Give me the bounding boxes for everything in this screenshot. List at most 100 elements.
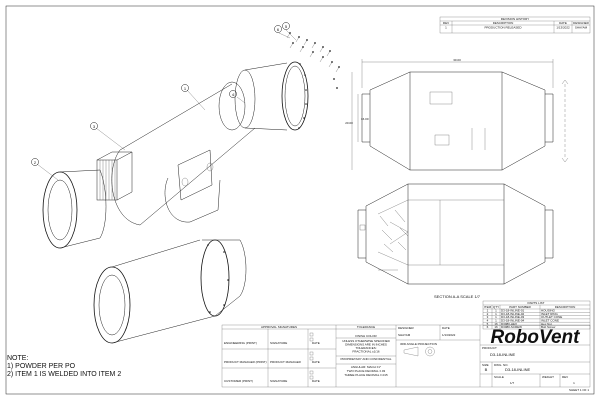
rev-value: 1 [573, 381, 575, 385]
projection-label: 3RD ANGLE PROJECTION [400, 342, 437, 346]
approval-checkboxes [309, 332, 314, 380]
balloon-2: 2 [34, 160, 37, 165]
bom-row-1-item: 1 [487, 309, 489, 313]
bom-row-4-qty: 1 [495, 319, 497, 323]
weight-label: WEIGHT [542, 375, 554, 379]
bom-row-6-desc: Bolt Screw [541, 325, 556, 329]
customer-date-label: DATE [312, 379, 320, 383]
bom-row-1-part: D3-18-INLINE-01 [501, 309, 525, 313]
side-elevation-view: 30.00 20.00 16.00 [345, 58, 569, 171]
customer-signature-label: SIGNATURE [270, 379, 287, 383]
section-a-a-view: SECTION A-A SCALE 1/7 [357, 183, 554, 299]
bom-part-number-header: PART NUMBER [509, 305, 531, 309]
inlet-ring-part [234, 61, 309, 131]
note-2: 2) ITEM 1 IS WELDED INTO ITEM 2 [7, 371, 121, 378]
housing-part [111, 81, 256, 226]
revision-history-title: REVISION HISTORY [501, 17, 529, 21]
tolerance-line-1: UNLESS OTHERWISE SPECIFIED [342, 339, 390, 343]
product-name: D3-18-INLINE [490, 352, 515, 357]
product-manager-print-label: PRODUCT MANAGER (PRINT) [224, 360, 267, 364]
bom-description-header: DESCRIPTION [555, 305, 576, 309]
balloon-callouts: 2 3 1 4 6 5 [31, 22, 297, 181]
bom-row-6-item: 6 [487, 325, 489, 329]
product-manager-date-label: DATE [312, 360, 320, 364]
height-dimension: 20.00 [345, 121, 353, 125]
fastener-scatter [286, 32, 340, 89]
tolerance-line-3: TOLERANCES: [355, 346, 376, 350]
outlet-cone-part [42, 169, 107, 249]
assembled-unit [93, 239, 247, 344]
bom-row-4-desc: INLET CONE [541, 319, 559, 323]
parts-list-title: PARTS LIST [528, 301, 545, 305]
engineering-date-label: DATE [312, 341, 320, 345]
size-label: SIZE [482, 363, 489, 367]
balloon-6: 6 [277, 27, 280, 32]
balloon-3: 3 [93, 124, 96, 129]
bom-row-3-desc: OUTLET CONE [541, 315, 562, 319]
bom-row-3-part: D3-18-INLINE-03 [501, 315, 525, 319]
rev-header: REV [443, 21, 449, 25]
bom-row-3-item: 3 [487, 315, 489, 319]
bom-row-5-item: 5 [487, 322, 489, 326]
tolerance-line-6: TWO PLACE DECIMAL ±.03 [347, 369, 386, 373]
bom-row-6-part: D3080-SCREW [501, 325, 522, 329]
designer-header: DESIGNER [573, 21, 590, 25]
tolerance-line-2: DIMENSIONS ARE IN INCHES [345, 343, 387, 347]
scale-value: 1/7 [510, 381, 515, 385]
bom-row-5-qty: 16 [494, 322, 498, 326]
dwg-no-label: DWG. NO. [494, 363, 508, 367]
revision-rev-cell: 1 [445, 26, 447, 30]
bom-qty-header: QTY [493, 305, 499, 309]
scale-label: SCALE [494, 375, 504, 379]
tolerance-line-5: ANGULAR: MACH ±1° [351, 365, 382, 369]
balloon-1: 1 [184, 86, 187, 91]
filter-pleat-block [96, 151, 133, 201]
proprietary-title: PROPRIETARY AND CONFIDENTIAL [340, 357, 391, 361]
projection-symbol [403, 346, 435, 357]
bom-row-3-qty: 1 [495, 315, 497, 319]
product-manager-signature-label: PRODUCT MANAGER [270, 360, 302, 364]
description-header: DESCRIPTION [493, 21, 514, 25]
approval-title: APPROVAL SIGNATURES [261, 325, 297, 329]
bom-row-2-desc: INLET RING [541, 312, 558, 316]
sheet-border [5, 5, 595, 395]
bom-row-2-qty: 1 [495, 312, 497, 316]
product-label: PRODUCT [482, 346, 497, 350]
customer-print-label: CUSTOMER (PRINT) [224, 379, 253, 383]
bom-item-header: ITEM [484, 305, 492, 309]
bom-row-5-part: D3080-HEX [501, 322, 517, 326]
bom-row-4-part: D3-18-INLINE-04 [501, 319, 525, 323]
section-label: SECTION A-A SCALE 1/7 [434, 294, 481, 299]
engineering-signature-label: SIGNATURE [270, 341, 287, 345]
tolerance-line-7: THREE PLACE DECIMAL ±.015 [344, 373, 388, 377]
date-label: DATE [442, 326, 450, 330]
date-header: DATE [559, 21, 567, 25]
length-dimension: 30.00 [453, 58, 461, 62]
finish-color-label: FINISH COLOR [355, 334, 377, 338]
engineering-print-label: ENGINEERING (PRINT) [224, 341, 257, 345]
notes-title: NOTE: [7, 355, 28, 362]
inner-dimension: 16.00 [361, 117, 369, 121]
bom-row-2-part: D3-18-INLINE-02 [501, 312, 525, 316]
robovent-logo: RoboVent [490, 327, 580, 348]
bom-row-6-qty: 16 [494, 325, 498, 329]
revision-designer-cell: SHAYAM [575, 26, 588, 30]
bom-row-4-item: 4 [487, 319, 489, 323]
revision-description-cell: PRODUCTION RELEASED [484, 26, 522, 30]
dwg-number: D3-18-INLINE [505, 367, 530, 372]
balloon-5: 5 [285, 24, 288, 29]
size-value: B [485, 367, 488, 372]
parts-list-table: PARTS LIST ITEM QTY PART NUMBER DESCRIPT… [482, 300, 591, 330]
notes-block: NOTE: 1) POWDER PER PO 2) ITEM 1 IS WELD… [7, 355, 121, 378]
designer-label: DESIGNER [398, 326, 415, 330]
title-block: APPROVAL SIGNATURES ENGINEERING (PRINT) … [221, 324, 591, 392]
drawing-date: 1/13/2022 [442, 333, 456, 337]
revision-history-table: REVISION HISTORY REV DESCRIPTION DATE DE… [439, 16, 591, 34]
revision-date-cell: 1/13/2022 [556, 26, 570, 30]
bom-row-2-item: 2 [487, 312, 489, 316]
sheet-number: SHEET 1 OF 1 [569, 388, 589, 392]
balloon-4: 4 [232, 92, 235, 97]
bom-row-1-qty: 1 [495, 309, 497, 313]
